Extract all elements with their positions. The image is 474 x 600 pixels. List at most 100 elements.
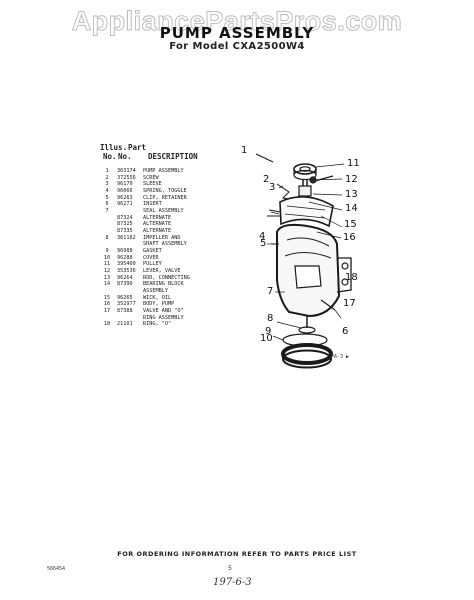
header-part-top: Part [128, 143, 147, 152]
illus-number: 10 [103, 254, 111, 261]
parts-row: 6 96271 INSERT [102, 201, 252, 208]
illus-number: 12 [103, 268, 111, 275]
parts-row: 87324 ALTERNATE [102, 215, 252, 222]
callout-4: 4 [259, 231, 266, 242]
illus-number: 16 [103, 301, 111, 308]
part-description: VALVE AND "O" [143, 308, 184, 315]
callout-2: 2 [263, 174, 270, 185]
illus-number: 18 [103, 321, 111, 328]
part-description: ALTERNATE [143, 221, 172, 228]
connecting-rod-shape [267, 209, 282, 217]
part-number: 363174 [117, 168, 136, 174]
part-number: 87390 [117, 281, 133, 288]
part-description: INSERT [143, 201, 162, 208]
part-description: GASKET [143, 248, 162, 255]
header-illus-bottom: No. [103, 152, 117, 161]
part-number: 372556 [117, 174, 136, 181]
callout-9: 9 [265, 326, 272, 337]
part-number: 87324 [117, 214, 133, 221]
parts-row: ASSEMBLY [102, 288, 252, 295]
illus-number: 3 [105, 181, 109, 188]
part-description: PUMP ASSEMBLY [143, 168, 184, 174]
part-number: 353536 [117, 268, 136, 275]
parts-row: SHAFT ASSEMBLY [102, 241, 252, 248]
pump-assembly-diagram: 1 2 3 4 5 6 7 8 9 10 11 12 13 14 15 16 1… [225, 140, 365, 380]
callout-14: 14 [345, 203, 358, 214]
part-description: ALTERNATE [143, 228, 172, 235]
callout-3: 3 [269, 182, 276, 193]
parts-row: 5 96263 CLIP, RETAINER [102, 195, 252, 202]
page-number: 5 [228, 565, 232, 572]
pulley-shape [293, 163, 317, 175]
part-number: 96264 [117, 274, 133, 281]
part-number: 96263 [117, 194, 133, 201]
part-number: 96066 [117, 188, 133, 195]
part-description: SEAL ASSEMBLY [143, 208, 184, 215]
illus-number: 17 [103, 308, 111, 315]
part-number: 395400 [117, 261, 136, 268]
part-number: 96265 [117, 294, 133, 301]
figure-code: PA-3 ▶ [331, 354, 350, 360]
parts-row: 3 96170 SLEEVE [102, 181, 252, 188]
part-description: LEVER, VALVE [143, 268, 181, 275]
part-description: COVER [143, 254, 159, 261]
part-description: BEARING BLOCK [143, 281, 184, 288]
callout-10: 10 [260, 333, 273, 344]
cover-shape [281, 343, 333, 365]
illus-number: 6 [105, 201, 109, 208]
pulley-hub [299, 166, 311, 172]
parts-row: 10 96288 COVER [102, 255, 252, 262]
part-description: ASSEMBLY [143, 288, 168, 295]
part-description: WICK, OIL [143, 294, 172, 301]
callout-7: 7 [267, 286, 274, 297]
part-description: RING, "O" [143, 321, 172, 328]
part-description: BODY, PUMP [143, 301, 175, 308]
bearing-block-shape [279, 196, 334, 228]
part-description: SCREW [143, 174, 159, 181]
callout-17: 17 [343, 298, 356, 309]
illus-number: 14 [103, 281, 111, 288]
parts-row: 12 353536 LEVER, VALVE [102, 268, 252, 275]
illus-number: 5 [105, 194, 109, 201]
header-row-top: Illus. Part [100, 143, 250, 152]
part-description: SLEEVE [143, 181, 162, 188]
callout-8: 8 [267, 313, 274, 324]
parts-row: 15 96265 WICK, OIL [102, 295, 252, 302]
callout-12: 12 [345, 174, 358, 185]
header-description: DESCRIPTION [148, 152, 198, 161]
parts-row: 14 87390 BEARING BLOCK [102, 281, 252, 288]
part-number: 361162 [117, 234, 136, 241]
document-number: 566454 [47, 566, 66, 572]
part-description: PULLEY [143, 261, 162, 268]
part-description: RING ASSEMBLY [143, 314, 184, 321]
illus-number: 8 [105, 234, 109, 241]
part-description: ALTERNATE [143, 214, 172, 221]
callout-11: 11 [347, 158, 360, 169]
page-title: PUMP ASSEMBLY [159, 24, 315, 42]
part-number: 96288 [117, 254, 133, 261]
callout-13: 13 [345, 189, 358, 200]
header-row-bottom: No. No. DESCRIPTION [100, 152, 250, 161]
callout-16: 16 [343, 232, 356, 243]
parts-row: 8 361162 IMPELLER AND [102, 235, 252, 242]
part-number: 96988 [117, 248, 133, 255]
callout-6: 6 [342, 326, 349, 337]
part-description: CLIP, RETAINER [143, 194, 187, 201]
part-number: 96271 [117, 201, 133, 208]
part-description: ROD, CONNECTING [143, 274, 190, 281]
illus-number: 15 [103, 294, 111, 301]
part-description: IMPELLER AND [143, 234, 181, 241]
part-number: 96170 [117, 181, 133, 188]
leader-1 [255, 153, 274, 163]
